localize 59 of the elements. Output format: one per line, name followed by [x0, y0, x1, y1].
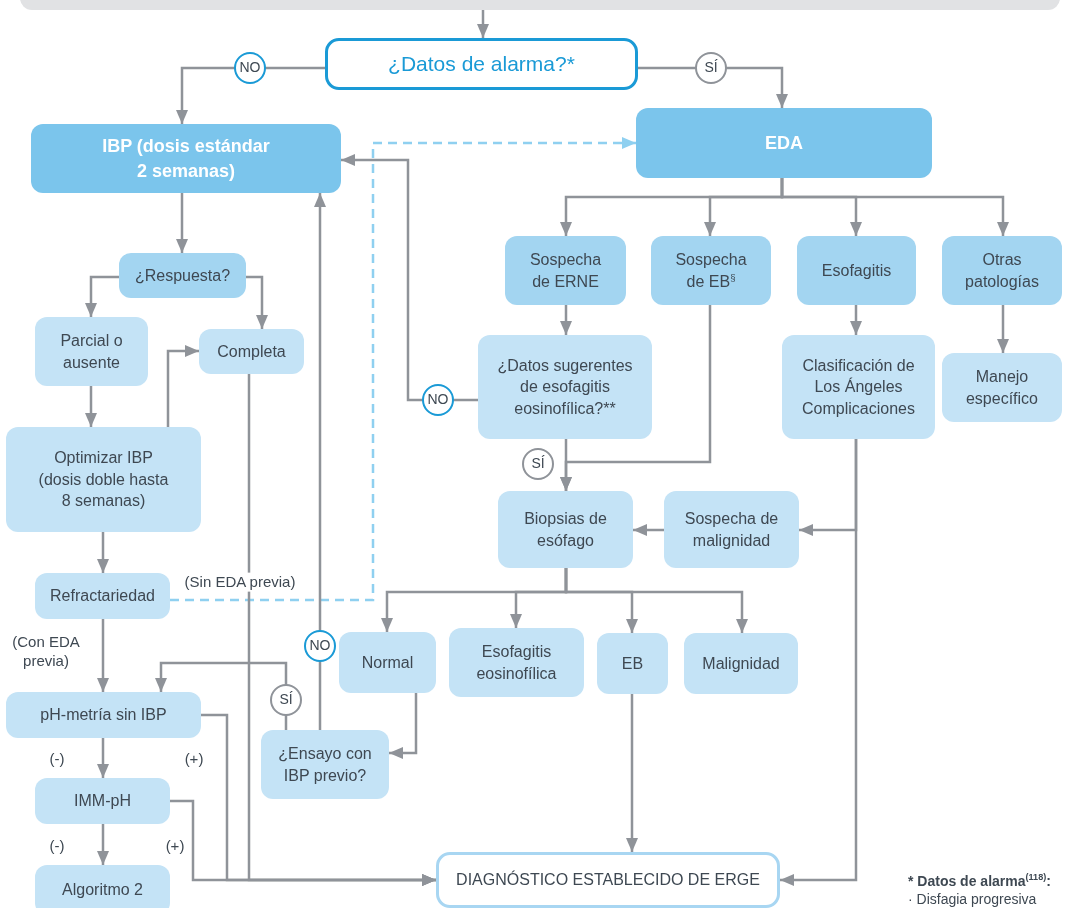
process-box: Clasificación de Los Ángeles Complicaciones — [782, 335, 935, 439]
arrow — [633, 524, 664, 536]
process-box: Otras patologías — [942, 236, 1062, 305]
process-box: ¿Respuesta? — [119, 253, 246, 298]
arrow — [477, 10, 489, 38]
arrow — [780, 178, 1009, 236]
arrow — [560, 305, 712, 491]
arrow — [166, 345, 199, 427]
process-box: Sospecha de EB$^{§}$ — [651, 236, 771, 305]
footnote-heading: * Datos de alarma$^{(118)}$: — [908, 872, 1051, 889]
arrow — [780, 439, 858, 886]
answer-badge: SÍ — [522, 448, 554, 480]
arrow — [564, 568, 748, 633]
arrow — [389, 693, 418, 759]
process-box: Optimizar IBP (dosis doble hasta 8 semanas) — [6, 427, 201, 532]
process-box: Sospecha de ERNE — [505, 236, 626, 305]
answer-badge: SÍ — [270, 684, 302, 716]
arrow — [176, 193, 188, 253]
arrow — [247, 374, 436, 886]
process-box: Biopsias de esófago — [498, 491, 633, 568]
arrow — [97, 532, 109, 573]
answer-badge: NO — [422, 384, 454, 416]
process-box: Parcial o ausente — [35, 317, 148, 386]
arrow — [626, 694, 638, 852]
process-box: Sospecha de malignidad — [664, 491, 799, 568]
result-box: DIAGNÓSTICO ESTABLECIDO DE ERGE — [436, 852, 780, 908]
process-box: Refractariedad — [35, 573, 170, 619]
process-box: ¿Datos sugerentes de esofagitis eosinofílica?** — [478, 335, 652, 439]
dashed-arrow — [170, 137, 636, 602]
arrow — [97, 738, 109, 778]
process-box: Normal — [339, 632, 436, 693]
arrow — [85, 275, 119, 317]
arrow — [997, 305, 1009, 353]
process-box: pH-metría sin IBP — [6, 692, 201, 738]
process-box: Esofagitis — [797, 236, 916, 305]
process-box: Esofagitis eosinofílica — [449, 628, 584, 697]
action-box: IBP (dosis estándar 2 semanas) — [31, 124, 341, 193]
process-box: Completa — [199, 329, 304, 374]
process-box: ¿Ensayo con IBP previo? — [261, 730, 389, 799]
answer-badge: SÍ — [695, 52, 727, 84]
arrow — [850, 305, 862, 335]
arrow — [314, 193, 326, 730]
arrow — [97, 619, 109, 692]
arrow — [246, 275, 268, 329]
action-box: EDA — [636, 108, 932, 178]
arrow — [560, 305, 572, 335]
process-box: Algoritmo 2 — [35, 865, 170, 908]
arrow — [85, 386, 97, 427]
decision-box: ¿Datos de alarma?* — [325, 38, 638, 90]
answer-badge: NO — [234, 52, 266, 84]
process-box: EB — [597, 633, 668, 694]
answer-badge: NO — [304, 630, 336, 662]
edge-label: (Sin EDA previa) — [182, 572, 298, 592]
process-box: IMM-pH — [35, 778, 170, 824]
arrow — [97, 824, 109, 865]
process-box: Malignidad — [684, 633, 798, 694]
process-box: Manejo específico — [942, 353, 1062, 422]
arrow — [341, 154, 478, 402]
footnote-text: · Disfagia progresiva — [908, 891, 1037, 907]
